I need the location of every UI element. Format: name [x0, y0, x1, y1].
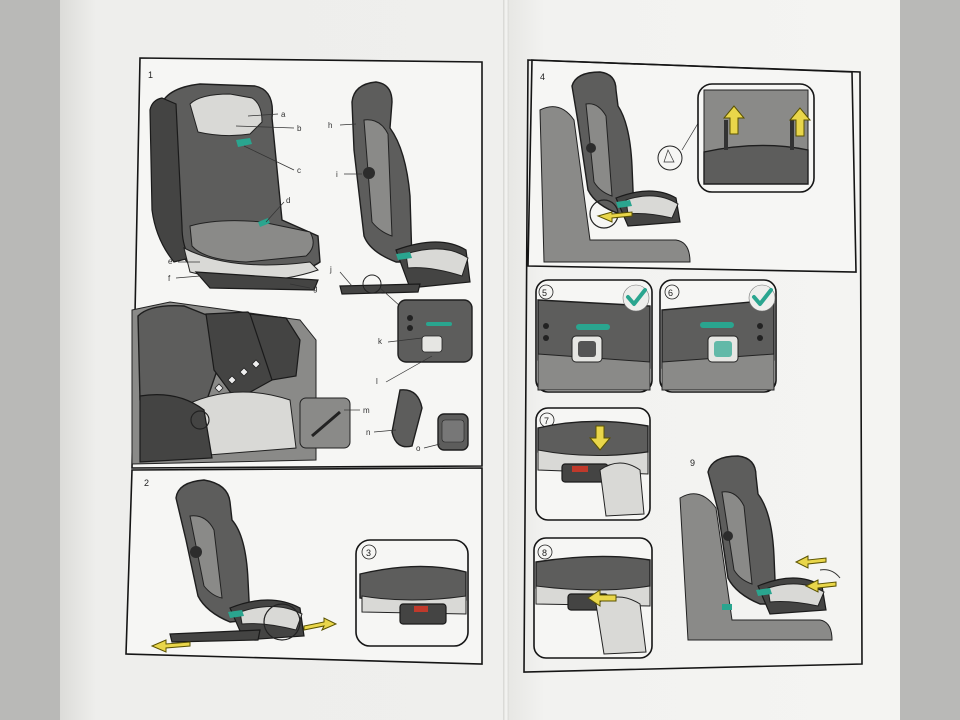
- car-interior-view: [131, 301, 317, 465]
- callout-f: f: [168, 274, 171, 283]
- arrow-icon: [794, 555, 827, 569]
- panel-9: 9: [679, 455, 841, 641]
- callout-h: h: [328, 121, 332, 130]
- callout-o: o: [416, 444, 421, 453]
- panel-2: 2 3: [125, 467, 483, 665]
- panel-1-label: 1: [148, 70, 153, 80]
- panel-7-label: 7: [544, 416, 549, 426]
- callout-i: i: [336, 170, 338, 179]
- arrow-icon: [588, 425, 612, 451]
- accessories-m-n-o: m n o: [299, 389, 469, 453]
- callout-l: l: [376, 377, 378, 386]
- panel-4: 4: [527, 59, 857, 273]
- right-page-frame: [523, 59, 863, 673]
- page-fold: [503, 0, 509, 720]
- panel-6-label: 6: [668, 288, 673, 298]
- check-icon: [752, 288, 773, 306]
- callout-d: d: [286, 196, 290, 205]
- panel-8-label: 8: [542, 548, 547, 558]
- panel-8: 8: [533, 537, 653, 659]
- arrow-icon: [804, 579, 837, 593]
- seat-front-view: [149, 83, 321, 291]
- callout-g: g: [313, 284, 317, 293]
- callout-n: n: [366, 428, 370, 437]
- arrow-icon: [587, 589, 617, 607]
- seat-side-view: [339, 81, 471, 307]
- arrow-icon: [303, 617, 338, 631]
- check-icon: [626, 288, 647, 306]
- closeup-k-l: k l: [376, 299, 473, 386]
- callout-b: b: [297, 124, 302, 133]
- panel-1: 1 a b c d e: [131, 57, 483, 469]
- panel-5-label: 5: [542, 288, 547, 298]
- callouts-front: a b c d e f g: [168, 110, 317, 293]
- callout-a: a: [281, 110, 286, 119]
- panel-2-label: 2: [144, 478, 149, 488]
- panel-4-label: 4: [540, 72, 545, 82]
- panel-6: 6: [659, 279, 777, 393]
- panel-9-label: 9: [690, 458, 695, 468]
- callout-e: e: [168, 257, 173, 266]
- seat-side-isofix: [150, 479, 338, 653]
- panel-7: 7: [535, 407, 651, 521]
- magnifier-icon: [657, 119, 701, 171]
- callout-k: k: [378, 337, 383, 346]
- callout-m: m: [363, 406, 370, 415]
- arrow-icon: [150, 639, 191, 653]
- panel-5: 5: [535, 279, 653, 393]
- arrow-icon: [788, 107, 812, 137]
- arrow-icon: [722, 105, 746, 135]
- panel-3-inset: 3: [355, 539, 469, 647]
- callouts-side: h i j: [328, 121, 362, 287]
- callout-c: c: [297, 166, 301, 175]
- callout-j: j: [329, 265, 332, 274]
- panel-3-label: 3: [366, 548, 371, 558]
- arrow-icon: [596, 211, 633, 223]
